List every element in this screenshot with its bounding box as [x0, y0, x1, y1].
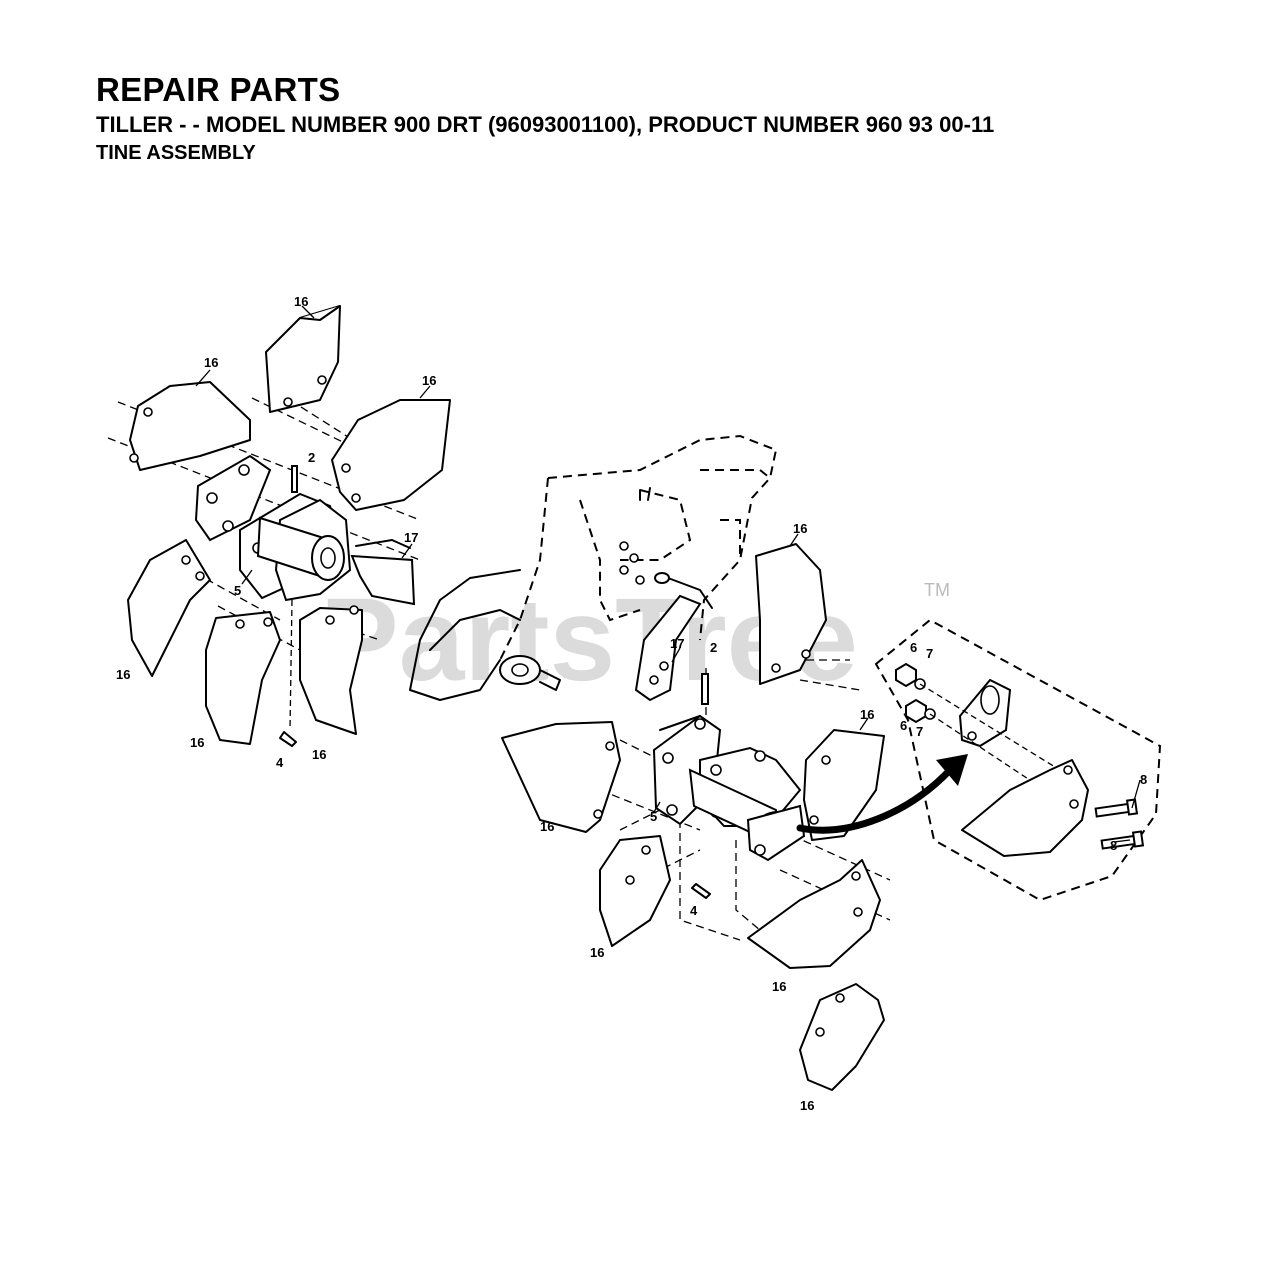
callout-bracket-17-right: 17: [670, 636, 684, 651]
callout-washer-7-b: 7: [916, 724, 923, 739]
page-title: REPAIR PARTS: [96, 71, 341, 108]
callout-tine-16-a: 16: [294, 294, 308, 309]
callout-hub-5-right: 5: [650, 809, 657, 824]
callout-bolt-8-b: 8: [1110, 838, 1117, 853]
callout-bracket-17-left: 17: [404, 530, 418, 545]
page-header: REPAIR PARTS TILLER - - MODEL NUMBER 900…: [96, 70, 994, 166]
callout-tine-16-c: 16: [422, 373, 436, 388]
watermark-trademark: TM: [924, 580, 950, 600]
leader-lines: [195, 305, 1141, 843]
callout-hairpin-4-right: 4: [690, 903, 698, 918]
callout-tine-16-f: 16: [312, 747, 326, 762]
callout-washer-7-a: 7: [926, 646, 933, 661]
callout-tine-16-d: 16: [116, 667, 130, 682]
callout-labels: 16 16 16 2 17 5 16 16 16 4 16 17 2 6 7 6…: [116, 294, 1147, 1113]
callout-bolt-8-a: 8: [1140, 772, 1147, 787]
callout-nut-6-a: 6: [910, 640, 917, 655]
section-title: TINE ASSEMBLY: [96, 142, 256, 164]
callout-tine-16-j: 16: [590, 945, 604, 960]
callout-tine-16-g: 16: [793, 521, 807, 536]
detail-inset: [796, 618, 1162, 902]
callout-hub-5-left: 5: [234, 583, 241, 598]
tiller-frame: [409, 434, 778, 701]
callout-tine-16-h: 16: [860, 707, 874, 722]
callout-tine-16-l: 16: [800, 1098, 814, 1113]
callout-tine-16-k: 16: [772, 979, 786, 994]
bracket-17-right: [634, 594, 702, 702]
left-tine-assembly: [107, 305, 451, 747]
callout-nut-6-b: 6: [900, 718, 907, 733]
callout-tine-16-e: 16: [190, 735, 204, 750]
callout-pin-2-right: 2: [710, 640, 717, 655]
callout-tine-16-i: 16: [540, 819, 554, 834]
callout-hairpin-4-left: 4: [276, 755, 284, 770]
right-tine-assembly: [501, 543, 891, 1091]
model-subtitle: TILLER - - MODEL NUMBER 900 DRT (9609300…: [96, 112, 995, 137]
callout-tine-16-b: 16: [204, 355, 218, 370]
callout-pin-2-left: 2: [308, 450, 315, 465]
